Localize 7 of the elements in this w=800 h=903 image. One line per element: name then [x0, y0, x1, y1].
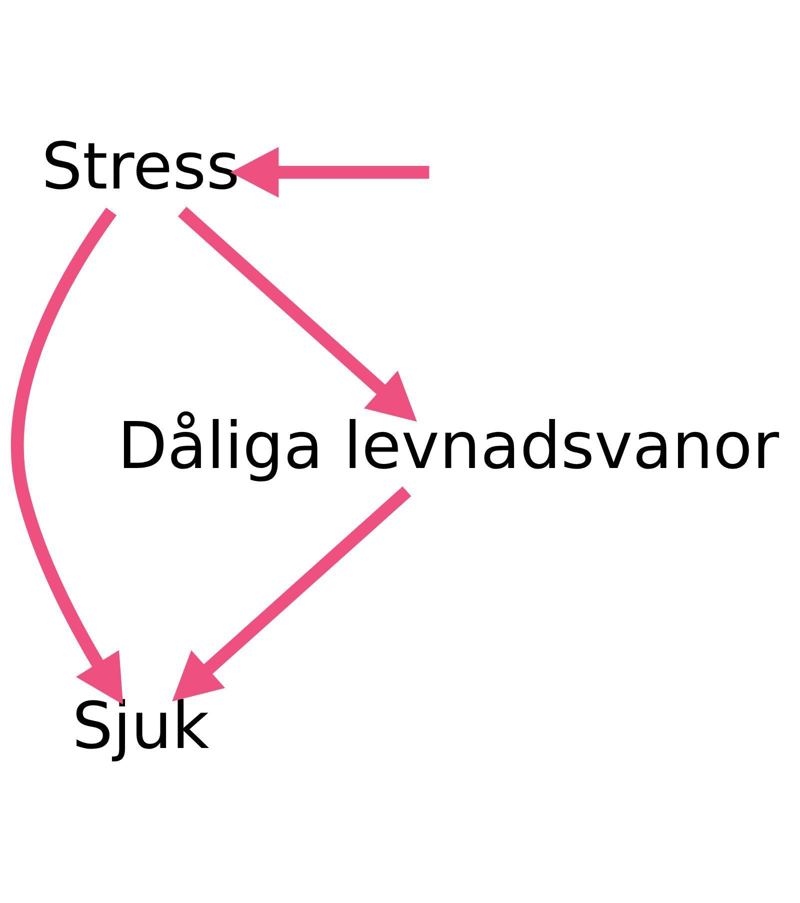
arrow [11, 207, 124, 704]
node-text: Stress [42, 128, 240, 204]
arrow [178, 206, 417, 422]
arrow [172, 486, 412, 701]
node-text: Sjuk [72, 688, 210, 764]
node-text: Dåliga levnadsvanor [118, 408, 780, 484]
arrow [230, 146, 430, 198]
